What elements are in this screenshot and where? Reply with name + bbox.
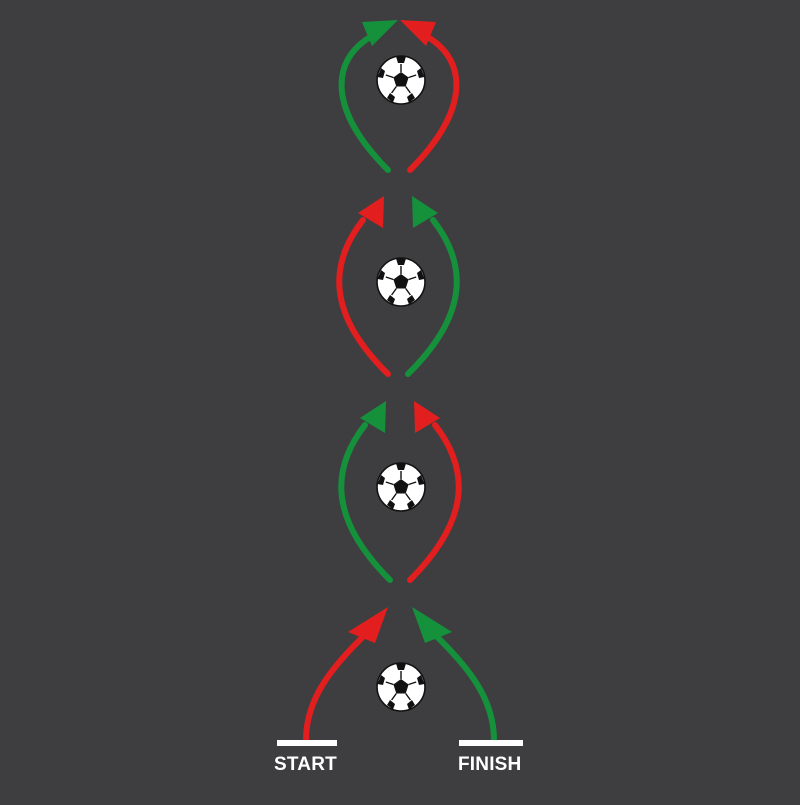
red-arrowhead	[414, 401, 440, 433]
finish-line	[459, 740, 523, 746]
green-arrowhead	[362, 20, 398, 46]
start-line	[277, 740, 337, 746]
red-arrowhead	[348, 607, 388, 643]
soccer-ball-icon	[376, 462, 426, 512]
path-segment-1	[303, 607, 497, 743]
green-arrow-path	[338, 422, 393, 583]
green-arrow-path	[405, 217, 460, 377]
green-arrowhead	[412, 196, 438, 228]
green-arrow-path	[429, 629, 497, 743]
soccer-ball-icon	[376, 662, 426, 712]
green-arrowhead	[360, 401, 386, 433]
finish-label: FINISH	[458, 754, 522, 775]
red-arrow-path	[407, 33, 460, 173]
soccer-ball-icon	[376, 257, 426, 307]
red-arrow-path	[303, 629, 371, 743]
path-segment-4	[338, 20, 460, 173]
soccer-ball-icon	[376, 55, 426, 105]
path-segment-2	[338, 401, 462, 583]
red-arrowhead	[358, 196, 384, 228]
green-arrow-path	[338, 33, 391, 173]
green-arrowhead	[412, 607, 452, 643]
start-label: START	[274, 754, 337, 775]
red-arrow-path	[407, 422, 462, 583]
red-arrowhead	[400, 20, 436, 46]
red-arrow-path	[336, 217, 391, 377]
path-segment-3	[336, 196, 460, 377]
